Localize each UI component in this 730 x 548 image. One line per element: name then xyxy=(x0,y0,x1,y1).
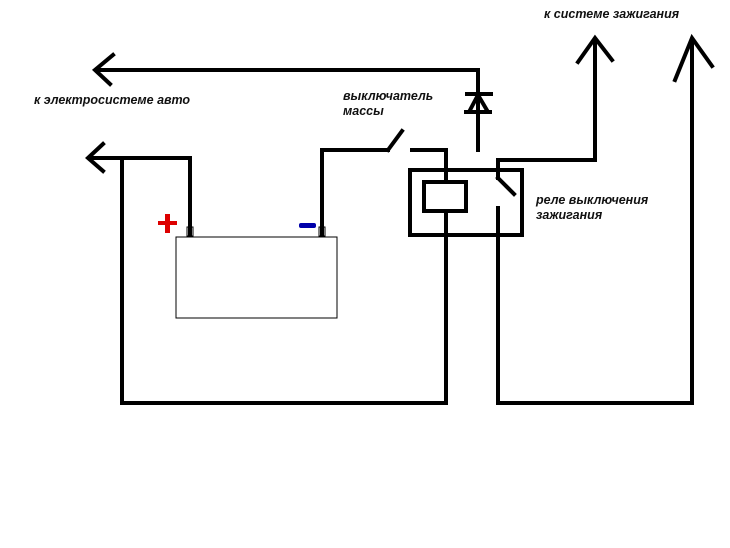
wire-ignition-right xyxy=(496,38,694,405)
label-ground-switch-line1: выключатель xyxy=(343,89,434,103)
label-ground-switch-line2: массы xyxy=(343,104,384,118)
label-relay-line2: зажигания xyxy=(536,208,603,222)
diode-icon xyxy=(464,68,493,152)
wire-ignition-left xyxy=(496,38,597,180)
battery-plus-post xyxy=(186,226,194,237)
label-ignition-system: к системе зажигания xyxy=(544,7,680,21)
wire-ground-loop xyxy=(120,156,448,405)
minus-sign-icon xyxy=(299,223,316,228)
relay-contact-icon xyxy=(495,175,517,197)
relay-coil-icon xyxy=(422,180,468,213)
ground-switch-icon xyxy=(320,128,448,237)
battery-minus-post xyxy=(318,226,326,237)
arrow-head-bottom-left xyxy=(85,141,106,174)
plus-sign-icon xyxy=(158,214,177,233)
label-car-electrics: к электросистеме авто xyxy=(34,93,191,107)
label-relay-line1: реле выключения xyxy=(536,193,649,207)
battery xyxy=(175,236,338,319)
arrow-head-top-left xyxy=(91,52,116,87)
arrow-head-middle xyxy=(575,34,615,65)
arrow-head-right xyxy=(672,33,715,83)
relay-box xyxy=(408,168,524,237)
